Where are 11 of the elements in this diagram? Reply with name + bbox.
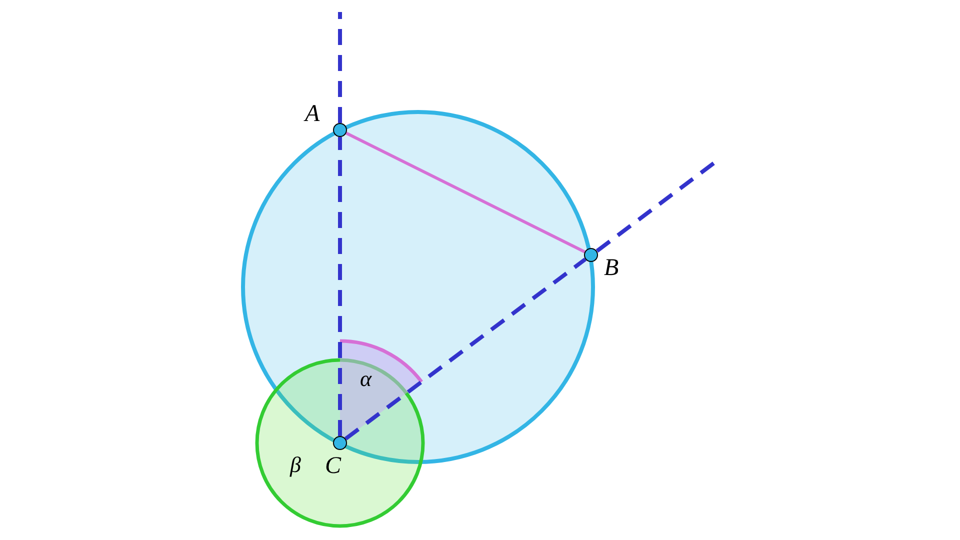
line-segment <box>346 132 586 254</box>
point <box>333 436 347 450</box>
dashed-line <box>344 258 587 440</box>
point <box>584 248 598 262</box>
dashed-line <box>338 137 342 436</box>
angle-label: β <box>290 454 301 476</box>
point <box>333 123 347 137</box>
point-label: A <box>305 102 320 126</box>
angle-label: α <box>360 368 372 390</box>
point-label: C <box>325 454 342 478</box>
point-label: B <box>604 256 619 280</box>
